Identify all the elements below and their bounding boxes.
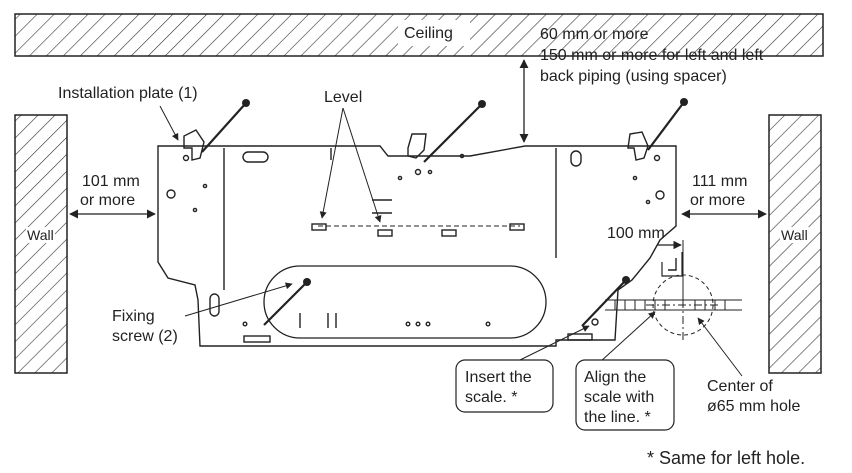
- screws: [201, 98, 688, 327]
- scale-tool: [605, 268, 742, 342]
- fixing-screw-line-1: Fixing: [112, 308, 155, 325]
- hole-offset-label: 100 mm: [607, 225, 665, 242]
- clearance-top-line-2: 150 mm or more for left and left: [540, 47, 764, 64]
- ceiling: [14, 13, 824, 57]
- right-clearance-line-1: 111 mm: [692, 173, 748, 190]
- leader-lines: [159, 105, 743, 377]
- wall-left-label: Wall: [26, 227, 55, 243]
- insert-scale-callout: [455, 359, 554, 413]
- installation-plate-label: Installation plate (1): [58, 85, 198, 102]
- wall-right-label: Wall: [780, 227, 809, 243]
- fixing-screw-line-2: screw (2): [112, 328, 178, 345]
- clearance-top-line-1: 60 mm or more: [540, 26, 649, 43]
- wall-left: [14, 114, 68, 374]
- left-clearance-line-2: or more: [80, 192, 136, 209]
- align-scale-callout: [575, 359, 675, 431]
- footnote: * Same for left hole.: [647, 448, 806, 468]
- align-scale-line-1: Align the: [584, 369, 647, 386]
- clearance-top-line-3: back piping (using spacer): [540, 68, 727, 85]
- ceiling-label: Ceiling: [404, 25, 453, 42]
- align-scale-line-2: scale with: [584, 389, 655, 406]
- installation-plate: [157, 129, 683, 347]
- level-label: Level: [324, 89, 363, 106]
- wall-right: [768, 114, 822, 374]
- hole-center-line-1: Center of: [707, 378, 773, 395]
- left-clearance-line-1: 101 mm: [82, 173, 140, 190]
- right-clearance-line-2: or more: [690, 192, 746, 209]
- insert-scale-line-2: scale. *: [465, 389, 518, 406]
- align-scale-line-3: the line. *: [584, 409, 651, 426]
- hole-center-line-2: ø65 mm hole: [707, 398, 801, 415]
- insert-scale-line-1: Insert the: [465, 369, 532, 386]
